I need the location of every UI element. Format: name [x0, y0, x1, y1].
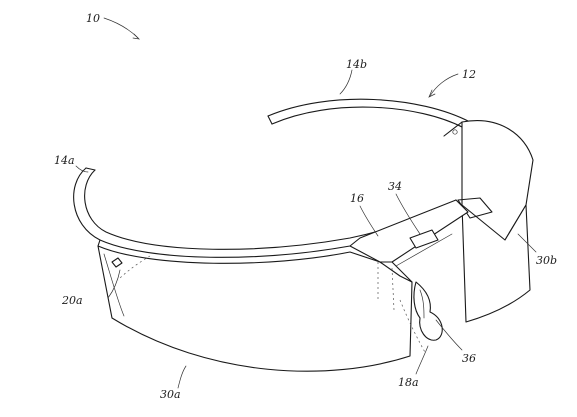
nose-pad-shape	[413, 281, 443, 341]
label-10: 10	[86, 12, 100, 25]
leader-14a	[75, 165, 89, 173]
bridge-top	[349, 199, 469, 263]
band-rivet	[452, 129, 458, 135]
leader-18a	[415, 345, 429, 375]
lens-30a-left-edge	[103, 253, 125, 317]
nose-pad-detail	[419, 289, 425, 319]
label-14b: 14b	[346, 58, 367, 71]
leader-16	[359, 205, 379, 237]
leader-12	[429, 73, 459, 97]
label-12: 12	[462, 68, 476, 81]
bridge-side	[379, 261, 413, 283]
label-30a: 30a	[160, 388, 181, 401]
lens-30a-corner	[97, 239, 101, 247]
leader-lines	[75, 17, 537, 389]
label-14a: 14a	[54, 154, 75, 167]
leader-14b	[339, 69, 353, 95]
label-18a: 18a	[398, 376, 419, 389]
band-inner-back	[271, 106, 489, 179]
leader-20a	[107, 269, 121, 299]
nose-pad-18a	[413, 281, 443, 341]
reference-labels: 10 12 14b 14a 16 34 30b 20a 30a 18a 36	[54, 12, 557, 401]
label-20a: 20a	[61, 294, 83, 307]
arrow-12	[428, 89, 436, 98]
leader-34	[395, 193, 421, 235]
band-end-14a	[85, 167, 96, 171]
lens-30b-face	[461, 204, 531, 323]
label-36: 36	[462, 352, 476, 365]
label-30b: 30b	[536, 254, 557, 267]
bridge-groove	[395, 233, 453, 267]
label-16: 16	[350, 192, 364, 205]
leader-30a	[177, 365, 187, 389]
bridge-hidden-lines	[377, 262, 427, 355]
lens-30a-hinge	[111, 257, 123, 268]
clip-34	[409, 229, 439, 249]
label-34: 34	[388, 180, 402, 193]
lens-30a-face	[97, 245, 413, 372]
arrow-10	[132, 33, 141, 40]
leader-30b	[517, 233, 537, 253]
lens-30a-hidden-line	[117, 255, 151, 281]
lens-30b	[443, 120, 534, 323]
leader-10	[103, 17, 139, 39]
lens-30a	[97, 239, 413, 372]
band-end-14b	[267, 115, 273, 125]
bridge	[349, 199, 469, 355]
lens-30b-edge	[443, 121, 463, 137]
leader-36	[435, 319, 463, 351]
